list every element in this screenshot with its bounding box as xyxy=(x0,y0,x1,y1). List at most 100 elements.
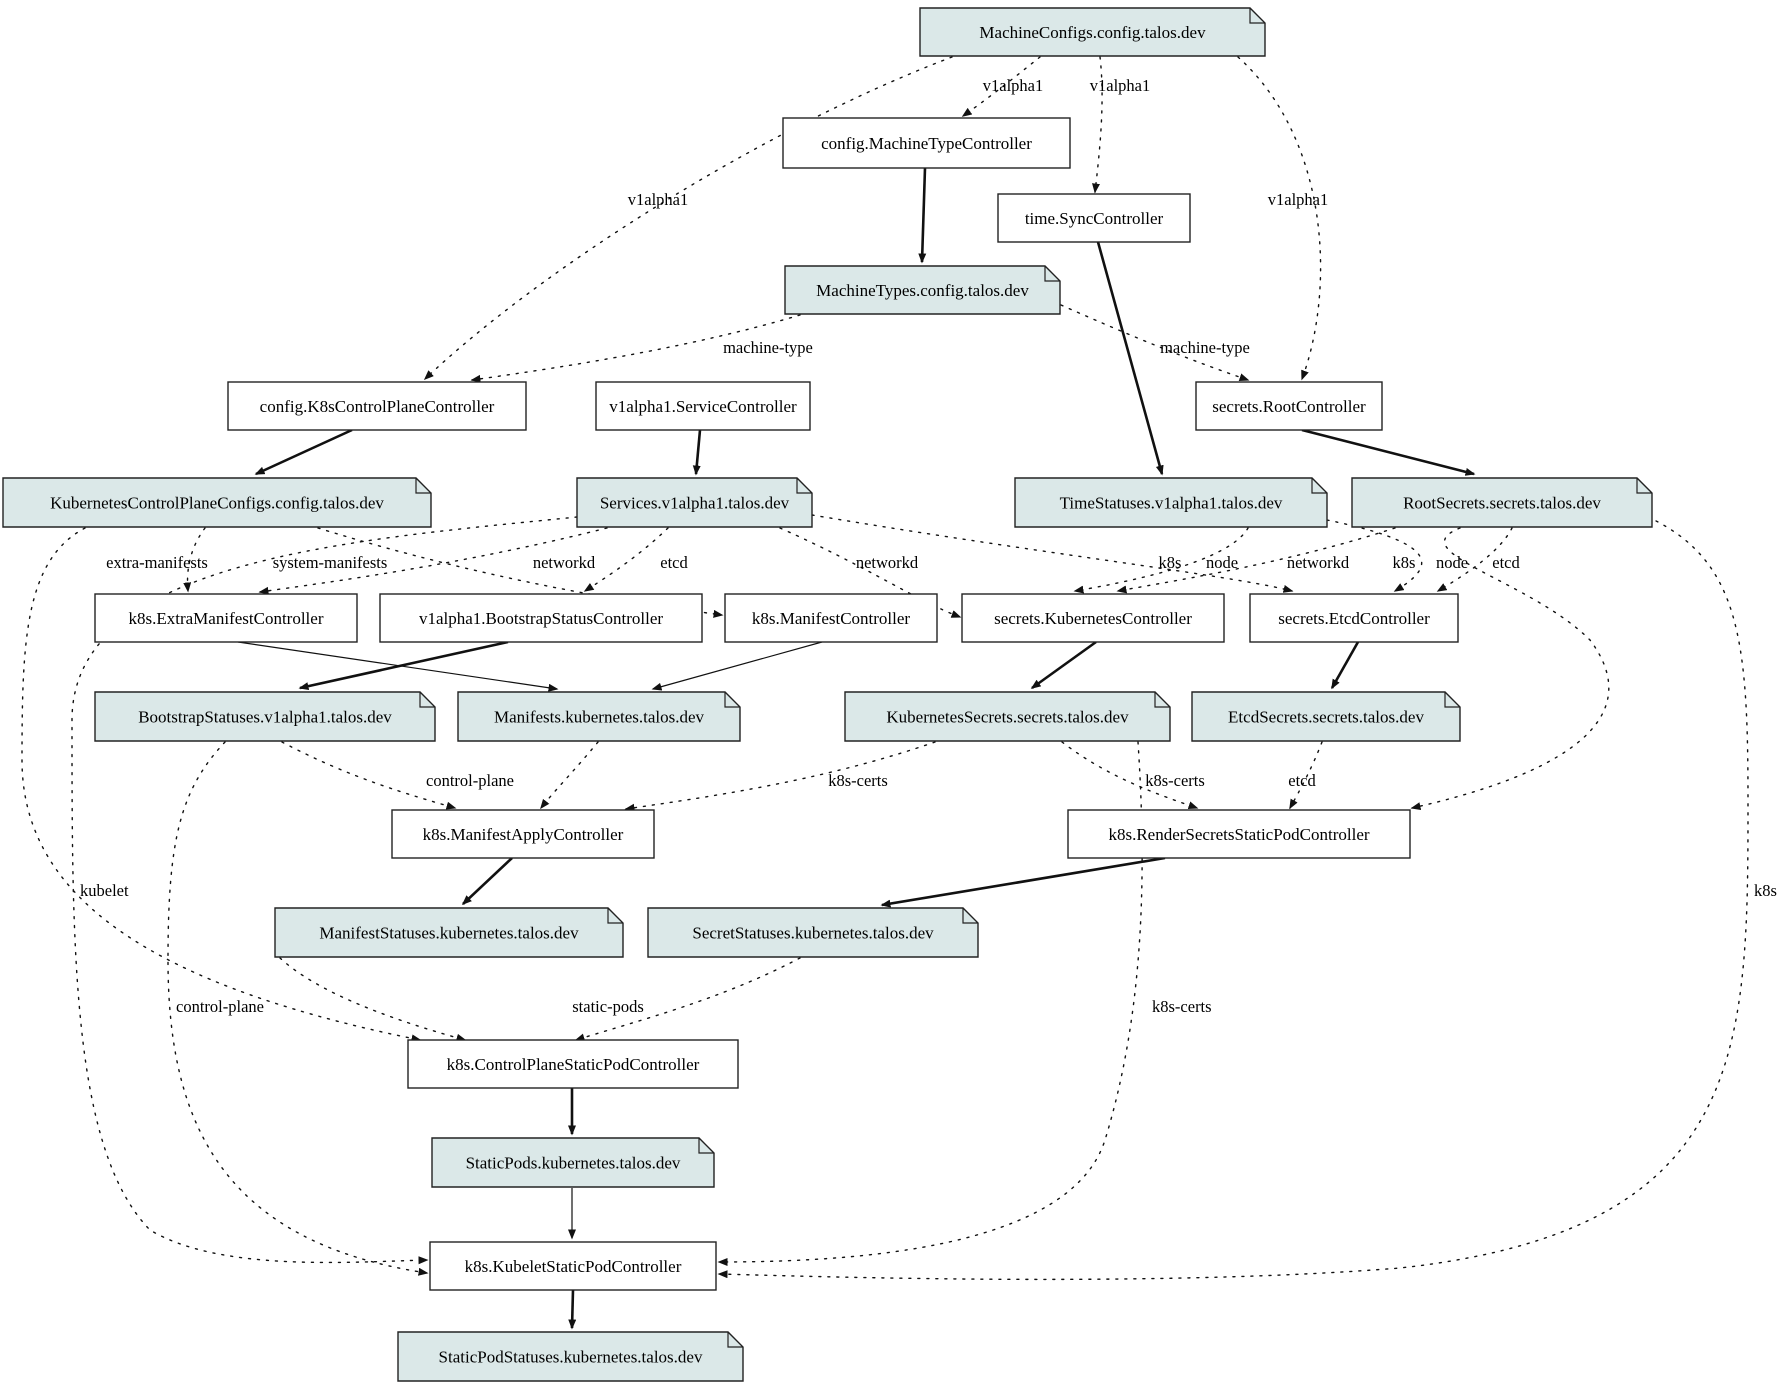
node-label: RootSecrets.secrets.talos.dev xyxy=(1403,494,1601,513)
edge-kubernetescontroller-kubernetessecrets xyxy=(1030,640,1097,690)
node-machinetypes: MachineTypes.config.talos.dev xyxy=(784,265,1061,315)
edge-kubeletstaticpodcontroller-staticpodstatuses xyxy=(568,1289,577,1330)
edge-manifeststatuses-controlplanestaticpodcontroller xyxy=(279,957,467,1042)
node-label: k8s.KubeletStaticPodController xyxy=(465,1257,682,1276)
edge-label: control-plane xyxy=(176,997,264,1016)
edge-label: k8s-certs xyxy=(1152,997,1212,1016)
edge-services-kubernetescontroller: networkd xyxy=(779,527,962,618)
node-kubernetescontroller: secrets.KubernetesController xyxy=(961,593,1225,643)
node-label: v1alpha1.BootstrapStatusController xyxy=(419,609,663,628)
edge-label: k8s xyxy=(1159,553,1182,572)
edge-label: control-plane xyxy=(426,771,514,790)
resource-note-shape xyxy=(844,691,1171,742)
note-fold-icon xyxy=(1154,692,1170,708)
edge-etcdsecrets-rendersecretsstaticpodcontroller: etcd xyxy=(1288,741,1323,810)
node-label: k8s.ManifestApplyController xyxy=(423,825,624,844)
note-fold-icon xyxy=(415,478,431,494)
node-kubernetescontrolplaneconfigs: KubernetesControlPlaneConfigs.config.tal… xyxy=(2,477,432,528)
controller-box-shape xyxy=(782,117,1071,169)
node-label: StaticPodStatuses.kubernetes.talos.dev xyxy=(439,1348,703,1367)
edge-synccontroller-timestatuses xyxy=(1096,241,1164,476)
controller-box-shape xyxy=(94,593,358,643)
note-fold-icon xyxy=(1636,478,1652,494)
edge-rootsecrets-kubernetescontroller: k8s xyxy=(1116,527,1396,594)
node-rendersecretsstaticpodcontroller: k8s.RenderSecretsStaticPodController xyxy=(1067,809,1411,859)
note-fold-icon xyxy=(1249,8,1265,24)
edge-machineconfigs-synccontroller: v1alpha1 xyxy=(1090,56,1150,194)
node-label: TimeStatuses.v1alpha1.talos.dev xyxy=(1060,494,1283,513)
node-label: BootstrapStatuses.v1alpha1.talos.dev xyxy=(138,708,392,727)
controller-box-shape xyxy=(997,193,1191,243)
resource-note-shape xyxy=(274,907,624,958)
controller-box-shape xyxy=(429,1241,717,1291)
node-label: secrets.EtcdController xyxy=(1278,609,1430,628)
edge-label: machine-type xyxy=(723,338,813,357)
resource-note-shape xyxy=(784,265,1061,315)
edge-machinetypes-rootcontroller: machine-type xyxy=(1060,304,1250,382)
node-staticpods: StaticPods.kubernetes.talos.dev xyxy=(431,1137,715,1188)
edge-servicecontroller-services xyxy=(692,429,702,476)
edge-rootcontroller-rootsecrets xyxy=(1301,428,1476,476)
resource-note-shape xyxy=(2,477,432,528)
node-label: SecretStatuses.kubernetes.talos.dev xyxy=(692,924,934,943)
node-kubernetessecrets: KubernetesSecrets.secrets.talos.dev xyxy=(844,691,1171,742)
edge-label: kubelet xyxy=(80,881,129,900)
edge-label: etcd xyxy=(660,553,688,572)
note-fold-icon xyxy=(1444,692,1460,708)
controller-box-shape xyxy=(391,809,655,859)
edge-label: machine-type xyxy=(1160,338,1250,357)
edge-services-etcdcontroller: networkd xyxy=(811,514,1350,593)
controller-box-shape xyxy=(227,381,527,431)
edge-label: v1alpha1 xyxy=(1268,190,1328,209)
edge-label: v1alpha1 xyxy=(628,190,688,209)
node-k8scontrolplanecontroller: config.K8sControlPlaneController xyxy=(227,381,527,431)
edge-kubernetescontrolplaneconfigs-extramanifestcontroller: extra-manifests xyxy=(106,527,208,593)
node-label: secrets.RootController xyxy=(1212,397,1366,416)
node-label: config.K8sControlPlaneController xyxy=(260,397,495,416)
resource-note-shape xyxy=(576,477,813,528)
edge-rootsecrets-rendersecretsstaticpodcontroller: k8s xyxy=(1393,527,1610,811)
note-fold-icon xyxy=(419,692,435,708)
edge-kubernetescontrolplaneconfigs-manifestcontroller: system-manifests xyxy=(273,527,724,618)
resource-note-shape xyxy=(1191,691,1461,742)
node-rootsecrets: RootSecrets.secrets.talos.dev xyxy=(1351,477,1653,528)
controller-box-shape xyxy=(961,593,1225,643)
node-timestatuses: TimeStatuses.v1alpha1.talos.dev xyxy=(1014,477,1328,528)
edge-kubernetessecrets-kubeletstaticpodcontroller: k8s-certs xyxy=(717,741,1212,1266)
node-controlplanestaticpodcontroller: k8s.ControlPlaneStaticPodController xyxy=(407,1039,739,1089)
edge-rendersecretsstaticpodcontroller-secretstatuses xyxy=(880,856,1166,908)
node-label: k8s.ExtraManifestController xyxy=(129,609,324,628)
edge-timestatuses-etcdcontroller: node xyxy=(1326,519,1468,592)
edge-kubernetescontrolplaneconfigs-controlplanestaticpodcontroller xyxy=(21,527,422,1043)
note-fold-icon xyxy=(1044,266,1060,282)
note-fold-icon xyxy=(698,1138,714,1154)
node-etcdcontroller: secrets.EtcdController xyxy=(1249,593,1459,643)
node-rootcontroller: secrets.RootController xyxy=(1195,381,1383,431)
resource-note-shape xyxy=(1351,477,1653,528)
node-kubeletstaticpodcontroller: k8s.KubeletStaticPodController xyxy=(429,1241,717,1291)
node-manifestapplycontroller: k8s.ManifestApplyController xyxy=(391,809,655,859)
edge-label: networkd xyxy=(533,553,596,572)
note-fold-icon xyxy=(724,692,740,708)
resource-note-shape xyxy=(397,1331,744,1382)
edge-rootsecrets-etcdcontroller: etcd xyxy=(1436,527,1520,592)
edge-kubernetessecrets-rendersecretsstaticpodcontroller: k8s-certs xyxy=(1061,741,1205,810)
edge-services-kubeletstaticpodcontroller: kubelet xyxy=(71,516,578,1265)
controller-box-shape xyxy=(407,1039,739,1089)
edge-label: k8s-certs xyxy=(1145,771,1205,790)
node-manifests: Manifests.kubernetes.talos.dev xyxy=(457,691,741,742)
edge-machinetypecontroller-machinetypes xyxy=(918,167,927,264)
node-label: StaticPods.kubernetes.talos.dev xyxy=(466,1154,681,1173)
edge-manifestapplycontroller-manifeststatuses xyxy=(461,857,513,906)
node-label: EtcdSecrets.secrets.talos.dev xyxy=(1228,708,1424,727)
node-extramanifestcontroller: k8s.ExtraManifestController xyxy=(94,593,358,643)
edge-label: networkd xyxy=(856,553,919,572)
edge-machineconfigs-machinetypecontroller: v1alpha1 xyxy=(961,56,1043,117)
controller-box-shape xyxy=(1067,809,1411,859)
node-manifeststatuses: ManifestStatuses.kubernetes.talos.dev xyxy=(274,907,624,958)
edge-services-extramanifestcontroller: networkd xyxy=(258,527,608,595)
edge-label: k8s xyxy=(1754,881,1777,900)
edge-label: k8s-certs xyxy=(828,771,888,790)
controller-box-shape xyxy=(1249,593,1459,643)
